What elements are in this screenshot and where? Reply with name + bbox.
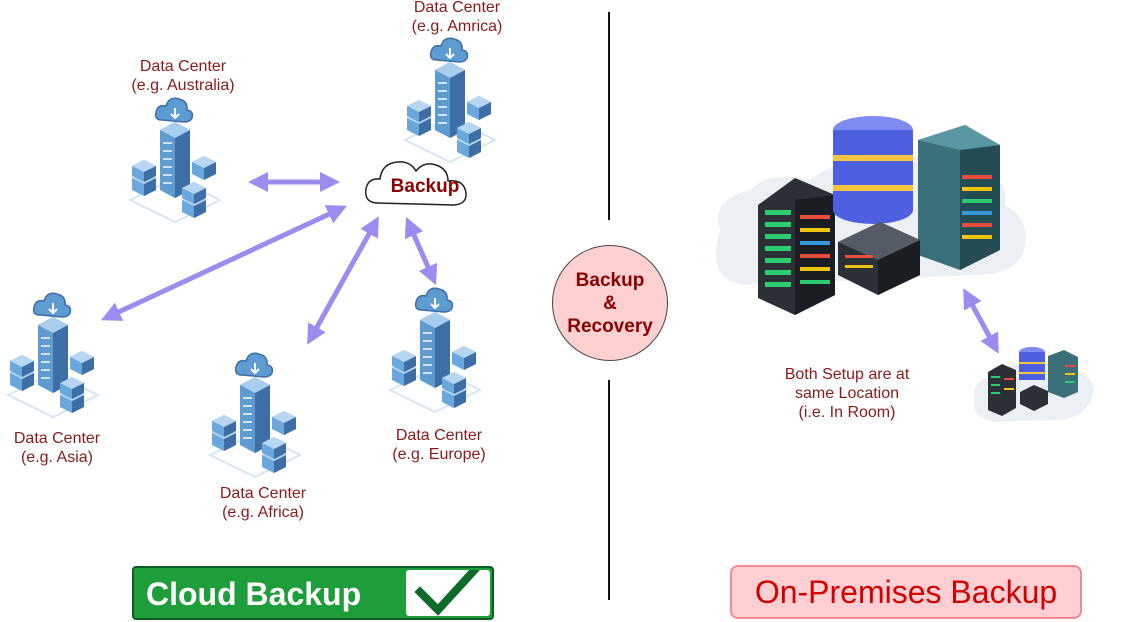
onprem-backup-badge: On-Premises Backup <box>730 565 1082 619</box>
data-center-label-europe: Data Center (e.g. Europe) <box>392 426 485 464</box>
backup-cloud-icon <box>365 161 467 206</box>
data-center-region: (e.g. Africa) <box>222 504 304 521</box>
backup-recovery-circle: Backup & Recovery <box>552 245 668 361</box>
server-cluster-icon-america <box>404 37 496 163</box>
cloud-backup-badge: Cloud Backup <box>132 558 494 620</box>
checkmark-icon <box>414 558 486 616</box>
note-line: same Location <box>794 385 900 402</box>
center-line-2: & <box>603 292 617 314</box>
server-cluster-icon-asia <box>7 292 99 418</box>
arrow-asia-backup <box>100 205 348 321</box>
data-center-name: Data Center <box>413 0 501 16</box>
data-center-name: Data Center <box>219 485 307 502</box>
data-center-name: Data Center <box>13 430 101 447</box>
arrow-africa-backup <box>307 216 379 345</box>
backup-cloud-label: Backup <box>390 176 460 197</box>
note-line: Both Setup are at <box>784 366 910 383</box>
onprem-location-note: Both Setup are at same Location (i.e. In… <box>785 365 910 422</box>
data-center-label-australia: Data Center (e.g. Australia) <box>131 57 234 95</box>
data-center-label-africa: Data Center (e.g. Africa) <box>220 484 306 522</box>
server-cluster-icon-europe <box>389 287 481 413</box>
data-center-name: Data Center <box>139 58 227 75</box>
onprem-main-server-icon <box>715 116 1026 315</box>
data-center-region: (e.g. Asia) <box>20 449 94 466</box>
center-line-3: Recovery <box>567 315 653 337</box>
center-line-1: Backup <box>575 269 645 291</box>
note-line: (i.e. In Room) <box>798 404 896 421</box>
server-cluster-icon-australia <box>129 97 221 223</box>
data-center-region: (e.g. Australia) <box>131 77 235 94</box>
arrow-onprem-link <box>963 288 999 354</box>
server-cluster-icon-africa <box>209 352 301 478</box>
data-center-label-asia: Data Center (e.g. Asia) <box>14 429 100 467</box>
data-center-name: Data Center <box>395 427 483 444</box>
data-center-label-america: Data Center (e.g. Amrica) <box>412 0 503 36</box>
data-center-region: (e.g. Europe) <box>392 446 486 463</box>
data-center-region: (e.g. Amrica) <box>411 18 503 35</box>
arrow-europe-backup <box>404 216 438 286</box>
onprem-backup-server-icon <box>974 347 1094 422</box>
checkmark-box <box>406 558 490 616</box>
cloud-backup-label: Cloud Backup <box>146 576 362 612</box>
